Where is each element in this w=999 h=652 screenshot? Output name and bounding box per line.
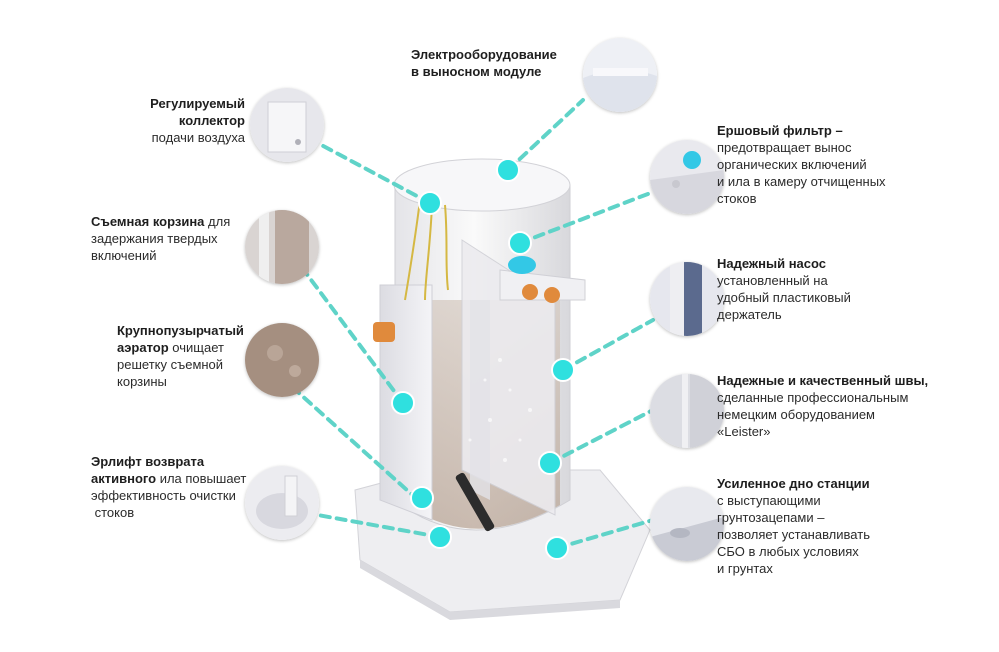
callout-aerator-text3: корзины — [117, 374, 167, 389]
callout-bottom: Усиленное дно станции с выступающими гру… — [717, 475, 870, 577]
callout-electro-line2: в выносном модуле — [411, 64, 542, 79]
callout-filter: Ершовый фильтр – предотвращает вынос орг… — [717, 122, 886, 207]
marker-aerator — [410, 486, 434, 510]
leader-pump — [561, 318, 655, 372]
callout-basket-text3: включений — [91, 248, 157, 263]
callout-aerator-text2: решетку съемной — [117, 357, 224, 372]
marker-collector — [418, 191, 442, 215]
callout-airlift-bold1: Эрлифт возврата — [91, 454, 205, 469]
callout-filter-text2: органических включений — [717, 157, 867, 172]
callout-airlift: Эрлифт возврата активного ила повышает э… — [91, 453, 246, 521]
callout-seams-bold: Надежные и качественный швы, — [717, 373, 929, 388]
callout-bottom-text4: СБО в любых условиях — [717, 544, 859, 559]
callout-airlift-bold2: активного — [91, 471, 157, 486]
leader-bottom — [555, 518, 655, 550]
callout-collector-bold1: Регулируемый — [150, 96, 245, 111]
marker-electro — [496, 158, 520, 182]
thumb-basket — [245, 210, 319, 284]
leader-basket — [298, 263, 405, 405]
callout-aerator-bold1: Крупнопузырчатый — [117, 323, 244, 338]
callout-airlift-text2: эффективность очистки — [91, 488, 236, 503]
callout-collector-text: подачи воздуха — [151, 130, 245, 145]
callout-airlift-text1: ила повышает — [156, 471, 247, 486]
callout-filter-text1: предотвращает вынос — [717, 140, 852, 155]
brush-filter — [508, 256, 536, 274]
marker-filter — [508, 231, 532, 255]
marker-airlift — [428, 525, 452, 549]
callout-basket-text2: задержания твердых — [91, 231, 218, 246]
leader-electro — [506, 98, 585, 172]
callout-basket-text1: для — [204, 214, 231, 229]
callout-seams-text1: сделанные профессиональным — [717, 390, 909, 405]
callout-pump-bold: Надежный насос — [717, 256, 827, 271]
callout-filter-bold: Ершовый фильтр – — [717, 123, 843, 138]
thumb-aerator — [245, 323, 319, 397]
callout-pump-text2: удобный пластиковый — [717, 290, 851, 305]
callout-aerator-text1: очищает — [168, 340, 224, 355]
callout-bottom-bold: Усиленное дно станции — [717, 476, 870, 491]
callout-bottom-text5: и грунтах — [717, 561, 773, 576]
thumb-filter — [650, 140, 724, 214]
thumb-electro — [583, 38, 657, 112]
leader-collector — [310, 138, 432, 205]
leader-aerator — [288, 383, 420, 502]
callout-collector-bold2: коллектор — [178, 113, 245, 128]
leader-filter — [518, 190, 655, 245]
callout-electro-line1: Электрооборудование — [411, 47, 557, 62]
thumb-seams — [650, 374, 724, 448]
leader-seams — [548, 408, 655, 465]
callout-aerator-bold2: аэратор — [117, 340, 169, 355]
callout-seams-text3: «Leister» — [717, 424, 771, 439]
callout-airlift-text3: стоков — [91, 505, 135, 520]
marker-basket — [391, 391, 415, 415]
marker-pump — [551, 358, 575, 382]
thumb-collector — [250, 88, 324, 162]
marker-seams — [538, 451, 562, 475]
marker-bottom — [545, 536, 569, 560]
aerator-bar — [455, 472, 495, 532]
callout-pump: Надежный насос установленный на удобный … — [717, 255, 851, 323]
callout-bottom-text3: позволяет устанавливать — [717, 527, 870, 542]
callout-seams: Надежные и качественный швы, сделанные п… — [717, 372, 928, 440]
callout-basket: Съемная корзина для задержания твердых в… — [91, 213, 230, 264]
thumb-pump — [650, 262, 724, 336]
callout-bottom-text2: грунтозацепами – — [717, 510, 825, 525]
callout-pump-text3: держатель — [717, 307, 782, 322]
callout-filter-text4: стоков — [717, 191, 757, 206]
thumb-airlift — [245, 466, 319, 540]
callout-collector: Регулируемый коллектор подачи воздуха — [150, 95, 245, 146]
callout-aerator: Крупнопузырчатый аэратор очищает решетку… — [117, 322, 244, 390]
callout-seams-text2: немецким оборудованием — [717, 407, 875, 422]
filter-shelf — [499, 269, 586, 301]
callout-filter-text3: и ила в камеру отчищенных — [717, 174, 886, 189]
thumb-bottom — [650, 487, 724, 561]
inlet-pipe — [373, 322, 395, 342]
callout-bottom-text1: с выступающими — [717, 493, 821, 508]
callout-basket-bold: Съемная корзина — [91, 214, 205, 229]
callout-electro: Электрооборудование в выносном модуле — [411, 46, 557, 80]
callout-pump-text1: установленный на — [717, 273, 828, 288]
